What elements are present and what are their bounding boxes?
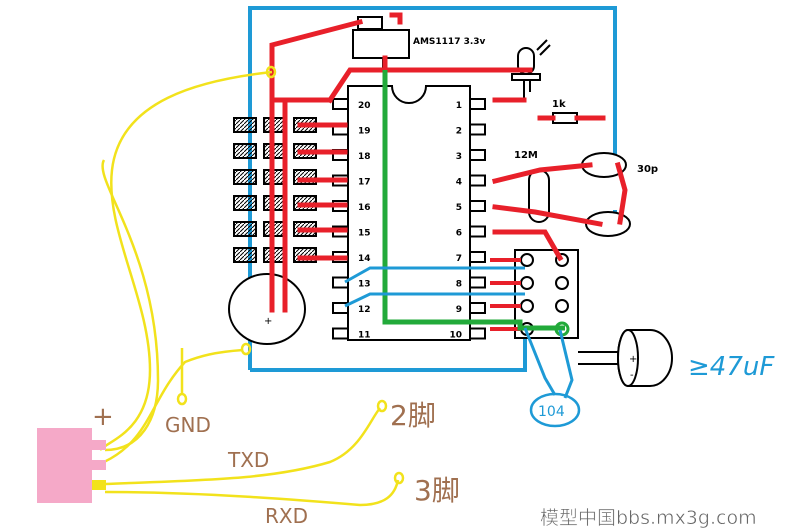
pin-header xyxy=(233,117,317,263)
bulk-cap-plus: + xyxy=(264,316,272,327)
rxd-label: RXD xyxy=(265,504,308,528)
chip-pin-right xyxy=(469,200,486,212)
chip-pin-label: 5 xyxy=(456,203,462,213)
chip-pin-left xyxy=(332,327,349,340)
chip-pin-right xyxy=(469,302,486,314)
cap-104-label: 104 xyxy=(538,404,565,420)
regulator-label: AMS1117 3.3v xyxy=(413,37,486,47)
header-pin xyxy=(233,247,257,263)
jumper-pin xyxy=(520,253,534,267)
chip-pin-label: 1 xyxy=(456,101,462,111)
crystal-label: 12M xyxy=(514,150,538,161)
pin3-label: 3脚 xyxy=(414,474,460,507)
chip-pin-left xyxy=(332,302,349,314)
elec-minus: - xyxy=(630,370,634,381)
conn-plus-label: + xyxy=(92,402,114,432)
power-traces xyxy=(269,12,628,313)
mcu-chip xyxy=(347,85,471,341)
chip-pin-label: 16 xyxy=(358,203,371,213)
electrolytic-47uf: + - xyxy=(578,329,673,387)
cap-30p: 30p xyxy=(581,152,658,237)
chip-pin-right xyxy=(469,123,486,136)
jumper-pin xyxy=(520,299,534,313)
chip-pin-label: 17 xyxy=(358,178,371,188)
chip-pin-right xyxy=(469,327,486,340)
chip-pin-label: 8 xyxy=(456,280,462,290)
ground-trace xyxy=(382,70,565,331)
chip-pin-label: 15 xyxy=(358,229,371,239)
jumper-pin xyxy=(520,276,534,290)
header-pin xyxy=(233,221,257,237)
voltage-regulator: AMS1117 3.3v xyxy=(352,16,486,70)
chip-pin-label: 6 xyxy=(456,229,462,239)
cap-47uf-label: ≥47uF xyxy=(688,352,775,382)
header-pin xyxy=(233,117,257,133)
chip-pin-label: 14 xyxy=(358,254,371,264)
header-pin xyxy=(233,169,257,185)
chip-pin-right xyxy=(469,98,486,110)
pin2-label: 2脚 xyxy=(390,399,436,432)
chip-pin-right xyxy=(469,149,486,161)
chip-pin-label: 11 xyxy=(358,331,371,341)
chip-pin-left xyxy=(332,98,349,110)
handwritten-labels: + GND TXD RXD 2脚 3脚 xyxy=(92,399,460,528)
resistor: 1k xyxy=(552,99,578,124)
watermark: 模型中国bbs.mx3g.com xyxy=(540,507,757,529)
chip-pin-right xyxy=(469,225,486,238)
chip-pin-right xyxy=(469,174,486,187)
chip-pin-label: 2 xyxy=(456,127,462,137)
jumper-pin xyxy=(555,299,569,313)
serial-wires xyxy=(99,65,405,507)
chip-pin-right xyxy=(469,276,486,289)
chip-pin-label: 3 xyxy=(456,152,462,162)
cap-30p-label: 30p xyxy=(637,164,658,175)
jumper-traces xyxy=(344,266,574,399)
elec-plus: + xyxy=(629,354,637,365)
header-pin xyxy=(233,195,257,211)
gnd-label: GND xyxy=(165,413,211,437)
chip-pin-label: 18 xyxy=(358,152,371,162)
chip-pin-label: 4 xyxy=(456,178,462,188)
jumper-pin xyxy=(555,276,569,290)
chip-pin-left xyxy=(332,276,349,289)
chip-pin-label: 12 xyxy=(358,305,371,315)
chip-pin-label: 13 xyxy=(358,280,371,290)
chip-pin-label: 7 xyxy=(456,254,462,264)
header-pin xyxy=(233,143,257,159)
bulk-capacitor: + xyxy=(228,273,306,345)
chip-pin-label: 19 xyxy=(358,127,371,137)
chip-pin-label: 20 xyxy=(358,101,371,111)
txd-label: TXD xyxy=(227,448,269,472)
chip-pin-label: 9 xyxy=(456,305,462,315)
resistor-label: 1k xyxy=(552,99,566,110)
chip-pin-right xyxy=(469,251,486,263)
chip-pin-label: 10 xyxy=(449,331,462,341)
usb-serial-connector xyxy=(37,428,106,503)
cap-104: 104 xyxy=(529,392,581,428)
